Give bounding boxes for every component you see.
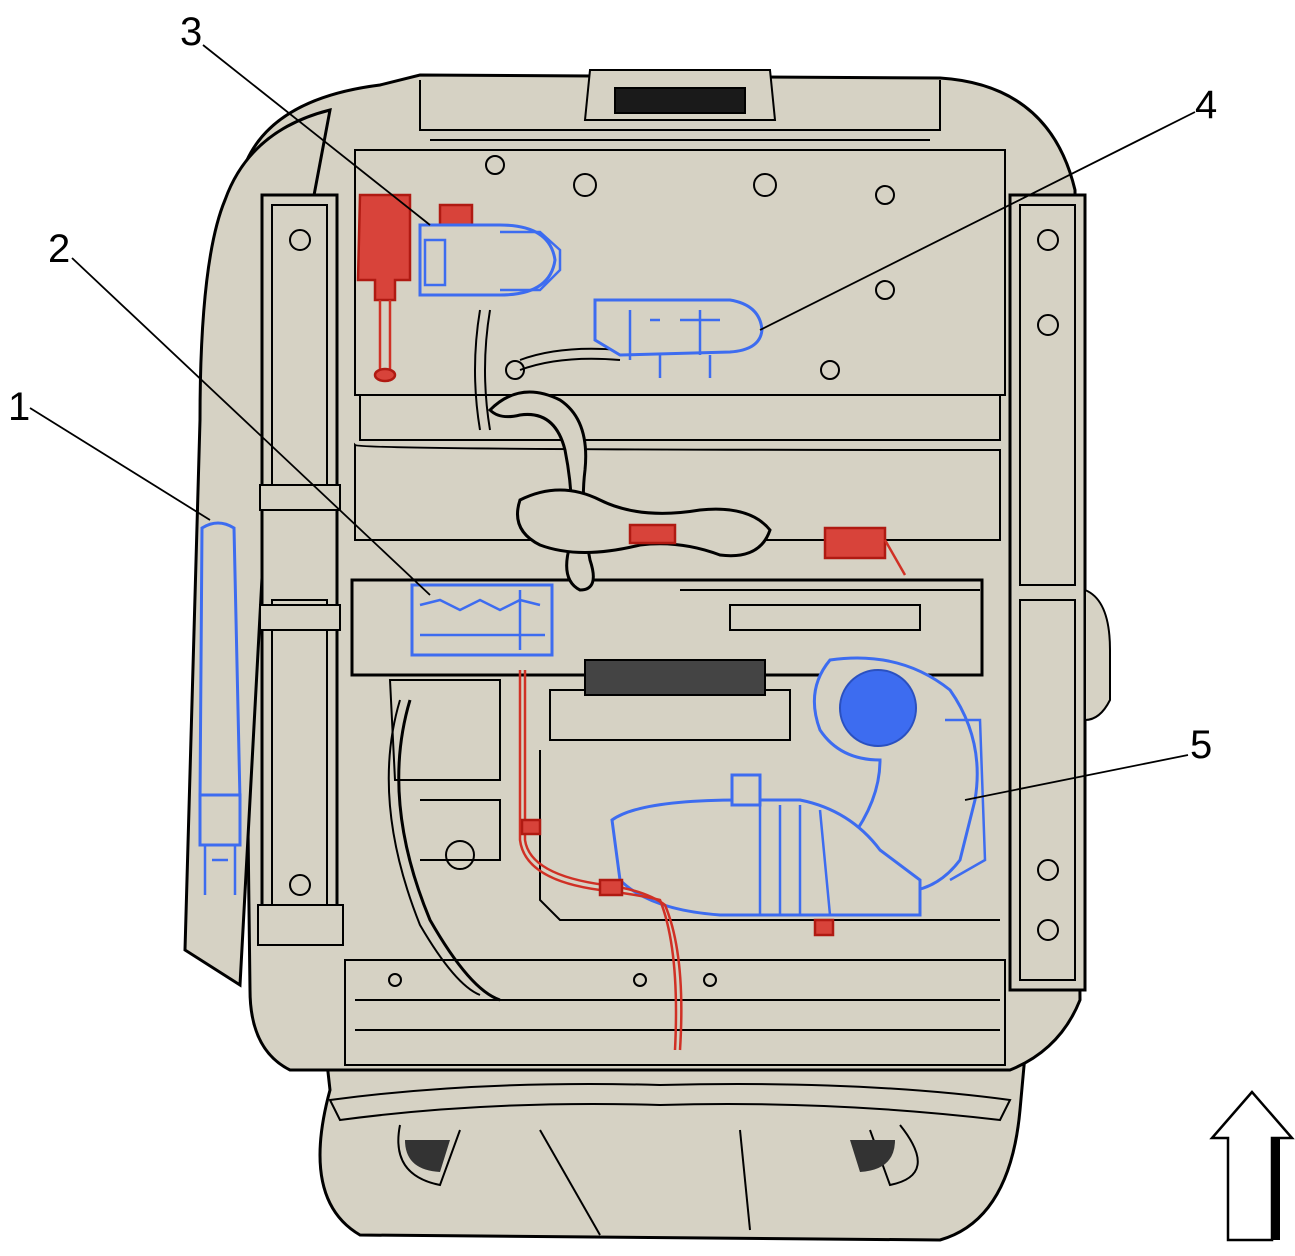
component-4-control-module xyxy=(593,298,764,378)
wire-harness xyxy=(474,309,772,592)
fasteners xyxy=(388,155,895,987)
right-side-rail xyxy=(1008,193,1111,992)
left-side-rail xyxy=(257,193,344,946)
callout-4: 4 xyxy=(1195,83,1217,127)
callout-2: 2 xyxy=(48,227,70,271)
red-harness xyxy=(518,523,907,1051)
component-5-blower xyxy=(610,656,987,917)
leader-lines xyxy=(29,44,1196,801)
component-3-motor xyxy=(356,193,562,383)
component-1-blue-tube xyxy=(198,521,242,895)
direction-arrow-icon xyxy=(1209,1090,1295,1242)
callout-3: 3 xyxy=(180,10,202,54)
callout-5: 5 xyxy=(1190,723,1212,767)
callout-1: 1 xyxy=(8,385,30,429)
component-2-blue-module xyxy=(410,583,554,657)
